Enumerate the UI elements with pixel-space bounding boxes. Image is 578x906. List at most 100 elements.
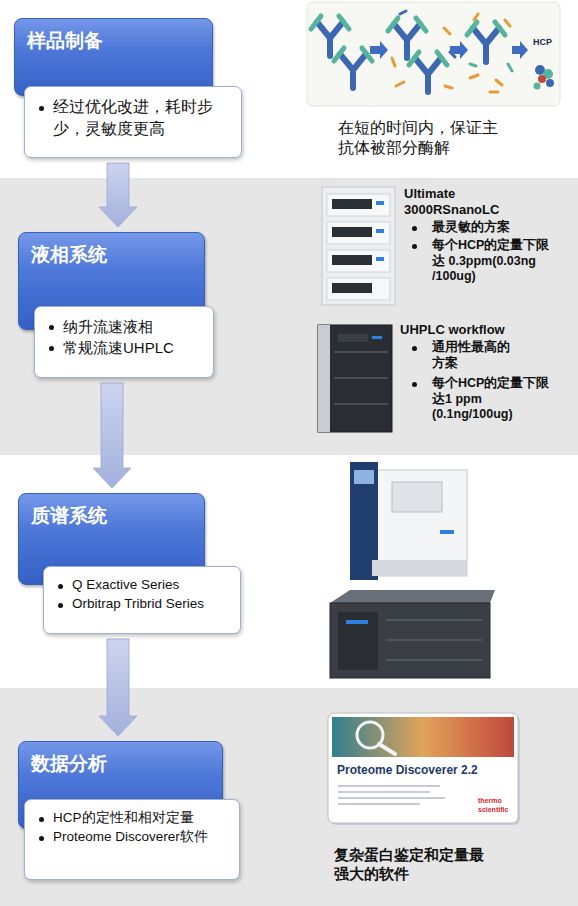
digestion-illustration-part — [370, 41, 388, 59]
stage-header: 样品制备 — [14, 18, 213, 96]
bullet-row: Orbitrap Tribrid Series — [58, 595, 230, 614]
bullet-row: Proteome Discoverer软件 — [39, 828, 229, 847]
q-exactive-instrument-part — [440, 530, 454, 534]
annotation-text: 复杂蛋白鉴定和定量最强大的软件 — [334, 846, 484, 884]
nanolc-instrument-part — [332, 227, 372, 237]
tribrid-instrument — [330, 590, 495, 678]
uhplc-instrument-part — [318, 325, 392, 432]
bullet-text: Orbitrap Tribrid Series — [72, 595, 204, 614]
tribrid-instrument-part — [346, 620, 368, 624]
nanolc-instrument-part — [376, 229, 384, 233]
annotation-text: Ultimate 3000RSnanoLC — [404, 186, 524, 219]
stage-detail-box: HCP的定性和相对定量Proteome Discoverer软件 — [24, 799, 240, 880]
software-screenshot-part — [332, 717, 514, 757]
nanolc-instrument-part — [327, 278, 390, 300]
hcp-protein — [534, 65, 555, 90]
bullet-dot — [49, 346, 54, 351]
annotation-text: Proteome Discoverer 2.2 — [337, 763, 515, 778]
bullet-dot — [412, 382, 417, 387]
bullet-dot — [412, 346, 417, 351]
bullet-row: 经过优化改进，耗时步少，灵敏度更高 — [39, 96, 231, 141]
software-screenshot-part — [338, 786, 445, 804]
nanolc-instrument-part — [376, 201, 384, 205]
band-backgrounds-part — [0, 0, 578, 178]
bullet-text: Q Exactive Series — [72, 576, 179, 595]
uhplc-instrument — [318, 325, 392, 432]
digestion-illustration-part — [392, 28, 452, 88]
annotation-text: 每个HCP的定量下限达1 ppm (0.1ng/100ug) — [432, 376, 552, 423]
q-exactive-instrument-part — [392, 482, 442, 512]
bullet-dot — [49, 325, 54, 330]
annotation-text: 每个HCP的定量下限达 0.3ppm(0.03ng /100ug) — [432, 238, 552, 285]
q-exactive-instrument-part — [372, 560, 467, 576]
bullet-dot — [39, 106, 44, 111]
flow-arrow — [99, 639, 137, 736]
digestion-illustration-part — [512, 41, 528, 59]
stage-detail-box: 经过优化改进，耗时步少，灵敏度更高 — [24, 86, 242, 158]
bullet-row: HCP的定性和相对定量 — [39, 809, 229, 828]
digestion-illustration-part — [307, 2, 560, 106]
annotation-text: HCP — [533, 37, 563, 48]
uhplc-instrument-part — [318, 325, 330, 432]
nanolc-instrument-part — [327, 222, 390, 244]
uhplc-instrument-part — [372, 336, 382, 339]
nanolc-instrument-part — [332, 283, 372, 293]
uhplc-instrument-part — [338, 334, 368, 342]
bullet-text: HCP的定性和相对定量 — [53, 809, 194, 828]
annotation-text: 在短的时间内，保证主抗体被部分酶解 — [338, 118, 506, 158]
digestion-illustration-part — [467, 22, 505, 62]
software-screenshot-part — [379, 744, 395, 754]
hcp-protein-part — [546, 79, 554, 87]
bullet-dot — [39, 836, 44, 841]
bullet-dot — [412, 226, 417, 231]
tribrid-instrument-part — [330, 603, 490, 678]
software-screenshot-part — [328, 713, 518, 823]
stage-detail-box: Q Exactive SeriesOrbitrap Tribrid Series — [43, 566, 241, 634]
bullet-row: 纳升流速液相 — [49, 316, 203, 337]
annotation-text: UHPLC workflow — [400, 322, 540, 338]
bullet-text: 纳升流速液相 — [63, 316, 153, 337]
digestion-illustration-part — [409, 52, 447, 92]
bullet-dot — [412, 244, 417, 249]
flow-arrow — [99, 163, 137, 227]
q-exactive-instrument-part — [354, 470, 374, 484]
tribrid-instrument-part — [338, 612, 378, 670]
digestion-illustration-part — [450, 41, 468, 59]
bullet-text: 常规流速UHPLC — [63, 337, 174, 358]
annotation-text: 最灵敏的方案 — [432, 220, 552, 236]
annotation-text: thermo scientific — [478, 797, 518, 815]
stage-title: 样品制备 — [27, 29, 200, 54]
flow-arrow — [93, 383, 131, 488]
band-backgrounds-part — [0, 455, 578, 688]
stage-title: 质谱系统 — [31, 504, 192, 529]
band-backgrounds-part — [0, 688, 578, 906]
bullet-row: Q Exactive Series — [58, 576, 230, 595]
q-exactive-instrument-part — [372, 470, 467, 576]
nanolc-instrument-part — [327, 250, 390, 272]
tribrid-instrument-part — [330, 590, 495, 603]
software-screenshot — [328, 713, 520, 825]
hcp-protein-part — [538, 75, 546, 83]
q-exactive-instrument — [350, 462, 467, 580]
nanolc-instrument-part — [376, 257, 384, 261]
nanolc-instrument-part — [332, 255, 372, 265]
nanolc-instrument — [322, 187, 395, 305]
stage-title: 液相系统 — [31, 243, 192, 268]
hcp-protein-part — [534, 83, 541, 90]
band-backgrounds-part — [0, 178, 578, 455]
digestion-illustration — [307, 2, 560, 106]
nanolc-instrument-part — [322, 187, 395, 305]
bullet-row: 常规流速UHPLC — [49, 337, 203, 358]
bullet-text: 经过优化改进，耗时步少，灵敏度更高 — [53, 96, 231, 141]
stage-title: 数据分析 — [31, 752, 210, 777]
digestion-illustration-part — [400, 11, 455, 57]
digestion-illustration-part — [334, 48, 372, 88]
bullet-text: Proteome Discoverer软件 — [53, 828, 208, 847]
digestion-illustration-part — [470, 14, 510, 92]
annotation-text: 通用性最高的方案 — [432, 340, 512, 371]
digestion-illustration-part — [470, 64, 512, 71]
bullet-dot — [58, 584, 63, 589]
